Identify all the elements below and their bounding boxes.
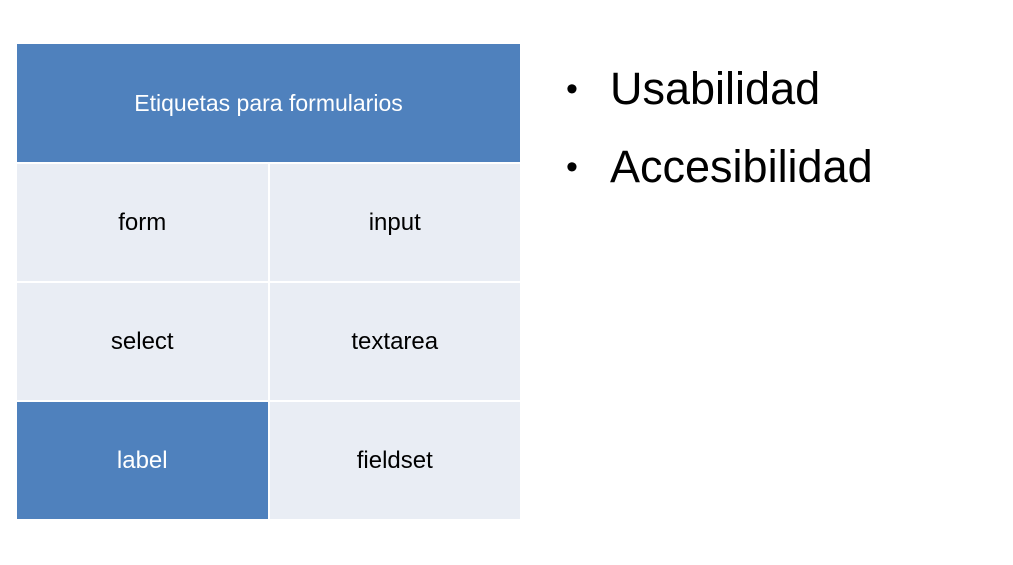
table-row: label fieldset (15, 400, 522, 521)
table-cell-input: input (267, 162, 522, 283)
table-cell-textarea: textarea (267, 281, 522, 402)
table-row: form input (15, 162, 522, 283)
bullet-dot-icon: • (566, 148, 578, 186)
table-header: Etiquetas para formularios (15, 42, 522, 164)
table-cell-form: form (15, 162, 270, 283)
table-header-row: Etiquetas para formularios (15, 42, 522, 164)
bullet-text: Accesibilidad (610, 141, 873, 192)
bullet-list: • Usabilidad • Accesibilidad (562, 50, 873, 206)
table-row: select textarea (15, 281, 522, 402)
bullet-text: Usabilidad (610, 63, 821, 114)
bullet-item-accesibilidad: • Accesibilidad (562, 128, 873, 206)
form-tags-table: Etiquetas para formularios form input se… (15, 42, 522, 521)
bullet-item-usabilidad: • Usabilidad (562, 50, 873, 128)
table-cell-fieldset: fieldset (267, 400, 522, 521)
bullet-dot-icon: • (566, 70, 578, 108)
table-cell-select: select (15, 281, 270, 402)
table-cell-label-highlighted: label (15, 400, 270, 521)
